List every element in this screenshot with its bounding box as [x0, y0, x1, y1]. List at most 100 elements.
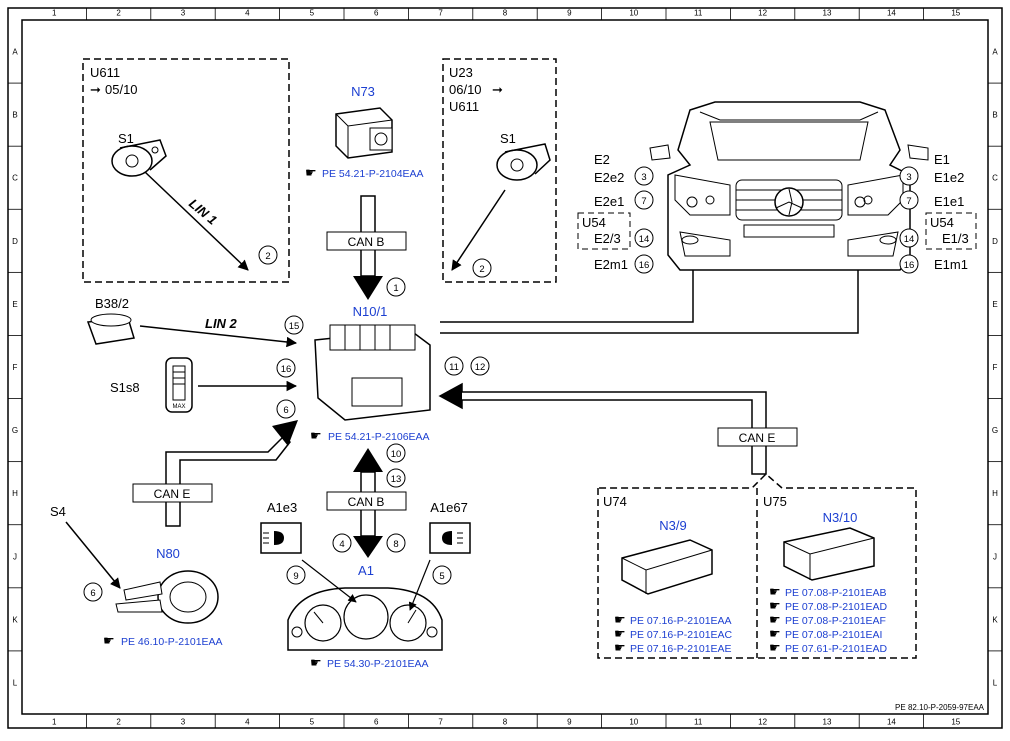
grid-col-bottom: 4 [245, 718, 250, 727]
reference-link[interactable]: PE 07.08-P-2101EAF [785, 615, 886, 627]
svg-text:8: 8 [393, 539, 398, 550]
lin1-label: LIN 1 [186, 196, 220, 228]
svg-text:N3/10: N3/10 [823, 510, 858, 525]
svg-text:16: 16 [281, 364, 292, 375]
svg-text:E1e1: E1e1 [934, 194, 964, 209]
lamp-a1e67: A1e67 5 [408, 500, 471, 611]
svg-text:16: 16 [904, 260, 915, 271]
reference-hand-icon: ☛ [614, 640, 626, 655]
svg-text:CAN B: CAN B [348, 495, 385, 509]
grid-col-top: 3 [181, 9, 186, 18]
grid-row-right: F [993, 363, 998, 372]
svg-text:2: 2 [265, 251, 270, 262]
reference-hand-icon: ☛ [769, 598, 781, 613]
grid-col-top: 10 [629, 9, 638, 18]
grid-row-right: D [992, 237, 998, 246]
svg-text:U74: U74 [603, 494, 627, 509]
svg-text:S1: S1 [500, 131, 516, 146]
sam-module-n10-1: N10/1 ☛ PE 54.21-P-2106EAA [310, 304, 431, 443]
svg-text:A1: A1 [358, 563, 374, 578]
svg-text:☛: ☛ [310, 428, 322, 443]
grid-col-bottom: 2 [116, 718, 121, 727]
svg-text:3: 3 [906, 172, 911, 183]
reference-link[interactable]: PE 07.61-P-2101EAD [785, 643, 888, 655]
ignition-switch-n73: N73 ☛ PE 54.21-P-2104EAA [305, 84, 424, 180]
grid-col-bottom: 3 [181, 718, 186, 727]
combination-switch-n80: S4 6 N80 ☛ PE 46.10-P-2101EAA [50, 504, 223, 648]
svg-text:4: 4 [339, 539, 344, 550]
svg-text:E2e2: E2e2 [594, 170, 624, 185]
headlamp-left-labels: E2 E2e2 3 E2e1 7 U54 E2/3 14 E2m1 16 [577, 152, 654, 274]
svg-text:☛: ☛ [305, 165, 317, 180]
grid-row-left: G [12, 426, 18, 435]
reference-hand-icon: ☛ [769, 612, 781, 627]
svg-text:CAN E: CAN E [739, 431, 776, 445]
svg-text:14: 14 [639, 234, 650, 245]
instrument-cluster-a1: A1 ☛ PE 54.30-P-2101EAA [287, 563, 443, 670]
grid-col-bottom: 12 [758, 718, 767, 727]
svg-text:E1e2: E1e2 [934, 170, 964, 185]
svg-text:7: 7 [906, 196, 911, 207]
svg-text:➞: ➞ [90, 82, 101, 97]
reference-hand-icon: ☛ [769, 584, 781, 599]
svg-text:➞: ➞ [492, 82, 503, 97]
reference-link[interactable]: PE 07.16-P-2101EAE [630, 643, 732, 655]
n3-10-references: ☛ PE 07.08-P-2101EAB ☛ PE 07.08-P-2101EAD ☛ P… [769, 584, 888, 655]
svg-text:A1e3: A1e3 [267, 500, 297, 515]
svg-text:1: 1 [393, 283, 398, 294]
inner-frame [21, 19, 989, 715]
grid-col-top: 7 [438, 9, 443, 18]
grid-col-top: 8 [503, 9, 508, 18]
svg-text:U75: U75 [763, 494, 787, 509]
svg-text:☛: ☛ [103, 633, 115, 648]
grid-col-top: 9 [567, 9, 572, 18]
svg-text:N3/9: N3/9 [659, 518, 686, 533]
grid-row-right: A [992, 48, 998, 57]
grid-col-top: 1 [52, 9, 57, 18]
svg-text:14: 14 [904, 234, 915, 245]
svg-text:3: 3 [641, 172, 646, 183]
outer-frame [7, 7, 1003, 729]
n3-9-references: ☛PE 07.16-P-2101EAA☛PE 07.16-P-2101EAC☛P… [614, 612, 733, 655]
grid-col-bottom: 8 [503, 718, 508, 727]
grid-row-left: K [12, 615, 18, 624]
grid-row-left: J [13, 552, 17, 561]
svg-text:☛: ☛ [310, 655, 322, 670]
svg-text:S1s8: S1s8 [110, 380, 140, 395]
grid-col-bottom: 9 [567, 718, 572, 727]
reference-link[interactable]: PE 07.08-P-2101EAB [785, 587, 887, 599]
reference-hand-icon: ☛ [769, 640, 781, 655]
grid-col-top: 13 [823, 9, 832, 18]
svg-text:10: 10 [391, 449, 402, 460]
svg-text:12: 12 [475, 362, 486, 373]
reference-link[interactable]: PE 07.16-P-2101EAC [630, 629, 733, 641]
grid-row-left: L [13, 678, 18, 687]
svg-text:E2m1: E2m1 [594, 257, 628, 272]
svg-text:PE 54.30-P-2101EAA: PE 54.30-P-2101EAA [327, 658, 429, 670]
grid-col-top: 15 [951, 9, 960, 18]
reference-link[interactable]: PE 07.16-P-2101EAA [630, 615, 732, 627]
grid-row-left: A [12, 48, 18, 57]
reference-link[interactable]: PE 07.08-P-2101EAI [785, 629, 882, 641]
grid-col-top: 5 [310, 9, 315, 18]
variant-u23-box: U23 06/10 ➞ U611 S1 2 [442, 58, 557, 283]
svg-text:E2: E2 [594, 152, 610, 167]
svg-text:E2e1: E2e1 [594, 194, 624, 209]
grid-row-left: E [12, 300, 17, 309]
switch-label: S1 [118, 131, 134, 146]
svg-text:A1e67: A1e67 [430, 500, 468, 515]
svg-text:11: 11 [449, 362, 459, 373]
grid-row-right: L [993, 678, 998, 687]
svg-text:E1m1: E1m1 [934, 257, 968, 272]
svg-text:U611: U611 [449, 99, 479, 114]
grid-col-top: 6 [374, 9, 379, 18]
grid-row-right: G [992, 426, 998, 435]
reference-link[interactable]: PE 07.08-P-2101EAD [785, 601, 888, 613]
svg-text:PE 46.10-P-2101EAA: PE 46.10-P-2101EAA [121, 636, 223, 648]
svg-text:5: 5 [439, 571, 444, 582]
grid-col-bottom: 1 [52, 718, 57, 727]
can-e-right-arrow: CAN E 11 12 [438, 356, 798, 475]
grid-row-right: B [992, 111, 997, 120]
